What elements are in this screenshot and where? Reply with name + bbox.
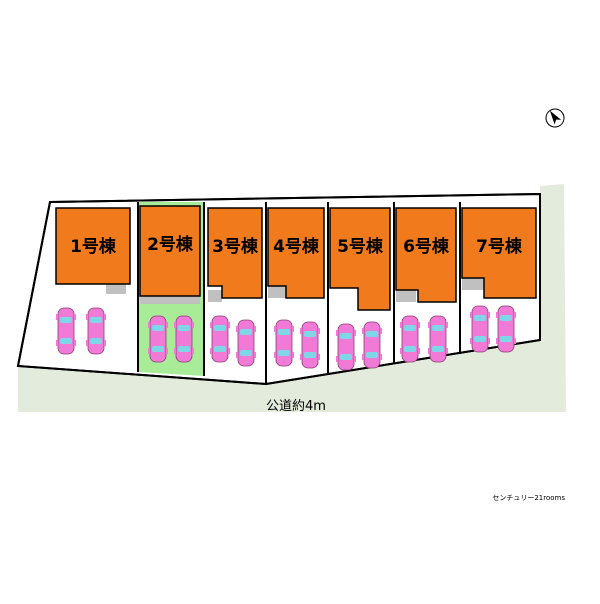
- parked-car-icon: [86, 307, 106, 355]
- parked-car-icon: [470, 305, 490, 353]
- parked-car-icon: [210, 315, 230, 363]
- house-7: [461, 207, 537, 299]
- parked-car-icon: [174, 315, 194, 363]
- parked-car-icon: [236, 319, 256, 367]
- parked-car-icon: [300, 321, 320, 369]
- parking-pad: [268, 286, 286, 298]
- parking-pad: [396, 290, 416, 302]
- parking-pad: [462, 278, 484, 290]
- house-2: [139, 205, 201, 297]
- house-1: [55, 207, 131, 285]
- road-label: 公道約4m: [266, 399, 326, 414]
- house-3: [207, 207, 263, 299]
- credit-text: センチュリー21rooms: [492, 494, 565, 502]
- parked-car-icon: [274, 319, 294, 367]
- parked-car-icon: [496, 305, 516, 353]
- house-7-label: 7号棟: [476, 236, 523, 257]
- parked-car-icon: [400, 315, 420, 363]
- parking-pad: [208, 290, 222, 302]
- development-boundary-outline: [16, 192, 541, 386]
- parked-car-icon: [362, 321, 382, 369]
- parked-car-icon: [56, 307, 76, 355]
- parked-car-icon: [428, 315, 448, 363]
- parked-car-icon: [148, 315, 168, 363]
- house-6-label: 6号棟: [403, 236, 450, 257]
- parking-pad: [106, 284, 126, 294]
- house-4-label: 4号棟: [273, 236, 320, 257]
- house-3-label: 3号棟: [212, 236, 259, 257]
- north-arrow-icon: [545, 108, 565, 128]
- parking-pad: [140, 296, 200, 304]
- house-5-label: 5号棟: [337, 236, 384, 257]
- house-2-label: 2号棟: [147, 234, 194, 255]
- house-1-label: 1号棟: [70, 236, 117, 257]
- house-4: [267, 207, 325, 299]
- house-5: [329, 207, 391, 311]
- house-6: [395, 207, 457, 303]
- parked-car-icon: [336, 323, 356, 371]
